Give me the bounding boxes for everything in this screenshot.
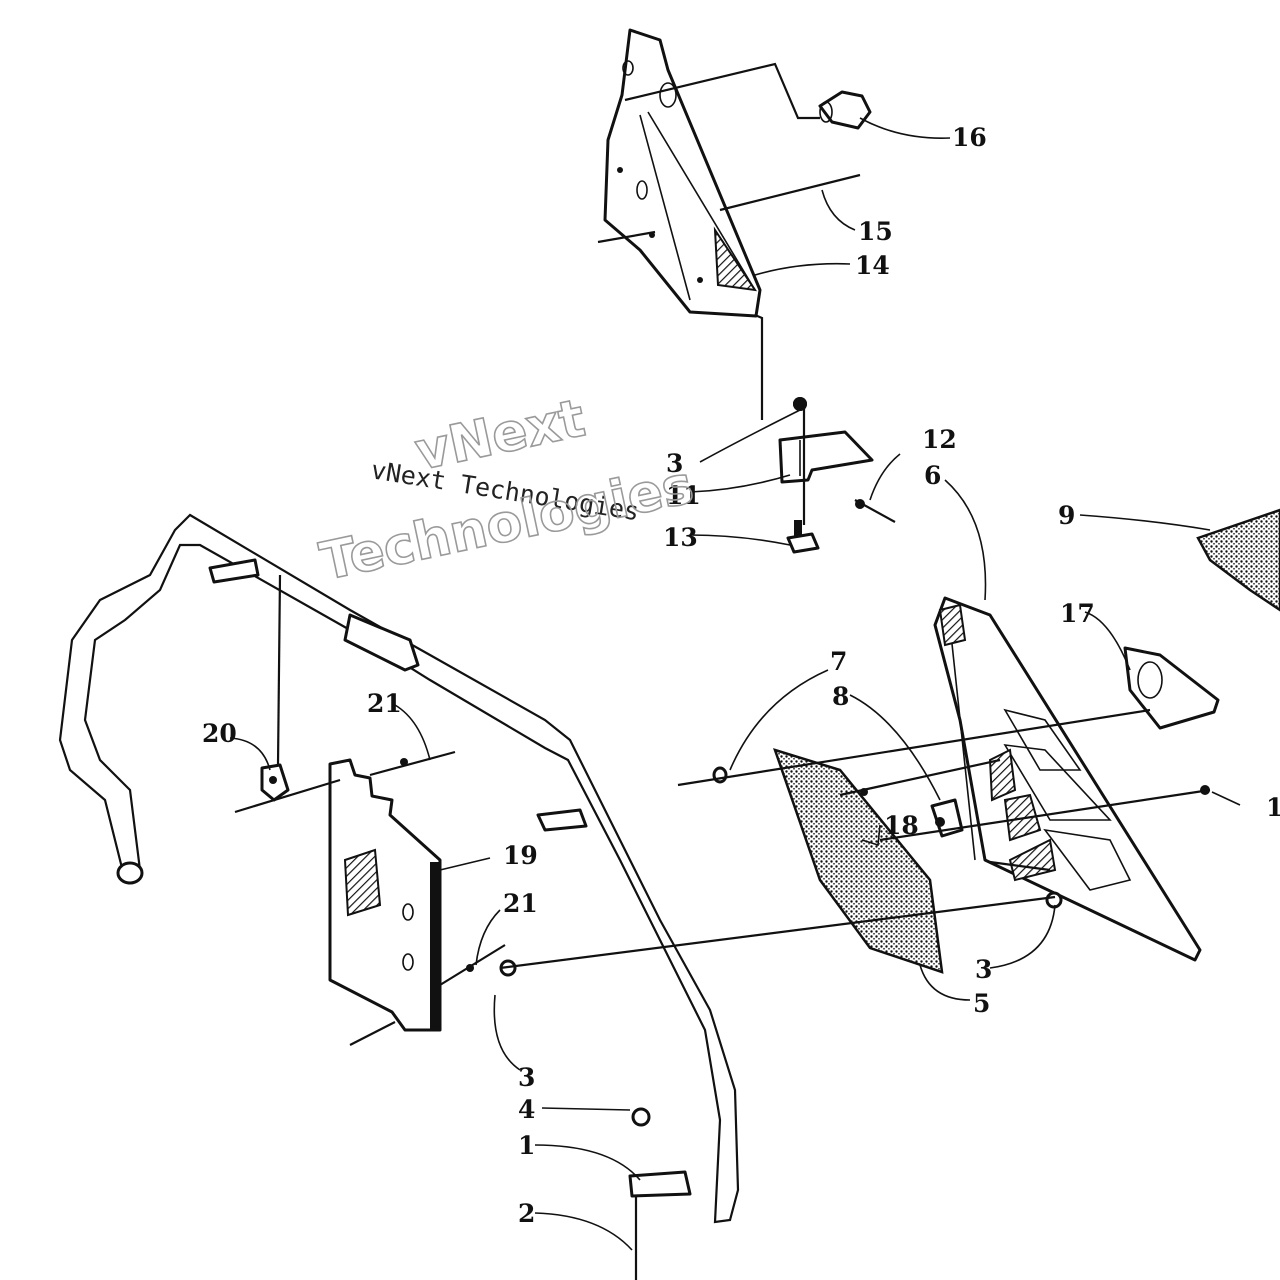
upper-bracket-part-14 <box>603 28 762 318</box>
callout-20: 20 <box>202 719 237 748</box>
callout-16: 16 <box>952 123 987 152</box>
callout-leaders <box>229 117 1241 1251</box>
watermark-line-2a: vNext <box>410 388 590 482</box>
callout-19: 19 <box>503 841 538 870</box>
callout-labels: 16 15 14 3 11 13 12 6 9 17 7 8 18 1 3 5 … <box>202 123 1280 1228</box>
callout-9: 9 <box>1058 501 1075 530</box>
callout-5: 5 <box>973 989 990 1018</box>
fastener-part-18 <box>930 798 964 838</box>
callout-14: 14 <box>855 251 890 280</box>
callout-2: 2 <box>518 1199 535 1228</box>
callout-13: 13 <box>663 523 698 552</box>
callout-12: 12 <box>922 425 957 454</box>
nut-part-3-lower-right <box>1045 891 1063 909</box>
callout-4: 4 <box>518 1095 535 1124</box>
mount-plate-part-17 <box>1123 646 1220 730</box>
callout-19-right-cut: 1 <box>1266 793 1280 822</box>
assembly-lines <box>234 62 1211 1280</box>
callout-21-lower: 21 <box>503 889 538 918</box>
callout-3-top: 3 <box>666 449 683 478</box>
mid-plate-part-19 <box>328 758 442 1032</box>
callout-6: 6 <box>924 461 941 490</box>
bolt-part-12 <box>854 499 896 523</box>
callout-3-lower: 3 <box>518 1063 535 1092</box>
knob-part-16 <box>818 90 872 130</box>
side-panel-part-6 <box>933 596 1202 962</box>
callout-7: 7 <box>830 647 847 676</box>
callout-11: 11 <box>666 481 701 510</box>
callout-8: 8 <box>832 682 849 711</box>
callout-18: 18 <box>884 811 919 840</box>
watermark: vNext Technologies vNext Technologies <box>314 388 699 594</box>
callout-1: 1 <box>518 1131 535 1160</box>
nut-part-4 <box>631 1107 651 1127</box>
callout-21-top: 21 <box>367 689 402 718</box>
clip-part-20 <box>260 763 290 802</box>
screen-part-5 <box>773 748 944 974</box>
tube-frame <box>58 513 740 1224</box>
callout-17: 17 <box>1060 599 1095 628</box>
callout-15: 15 <box>858 217 893 246</box>
small-bracket-part-11 <box>778 397 874 484</box>
clip-part-13 <box>786 520 820 554</box>
cover-part-9 <box>1196 508 1280 612</box>
callout-3-right: 3 <box>975 955 992 984</box>
